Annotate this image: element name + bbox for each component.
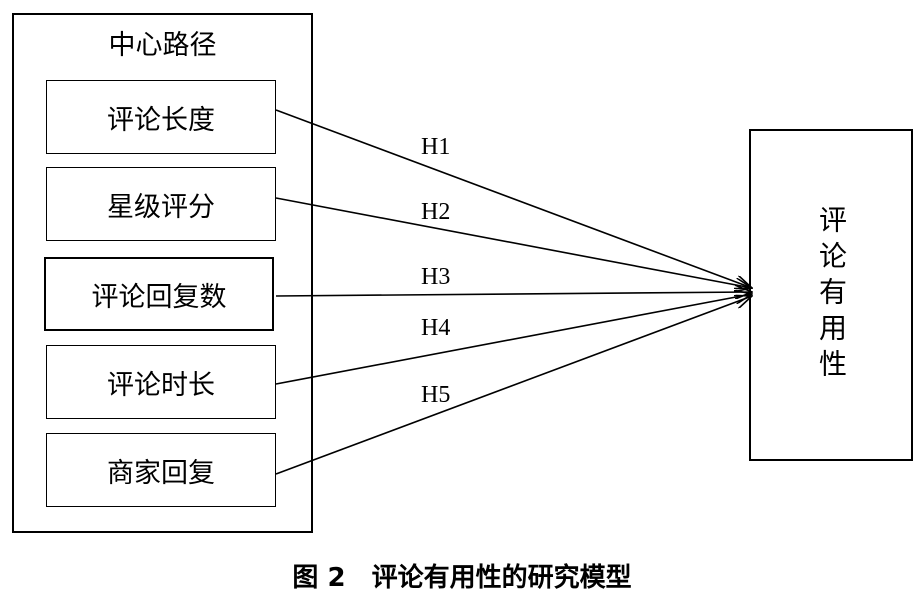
group-title: 中心路径 [108,30,217,61]
figure-number: 图 2 [292,563,346,593]
arrow-h2 [275,197,752,288]
factor-label: 评论长度 [107,104,215,136]
arrow-h4 [275,294,752,385]
hypothesis-label-h3: H3 [421,264,451,290]
factor-review-age: 评论时长 [46,345,276,419]
figure-title: 评论有用性的研究模型 [371,563,632,593]
arrow-h3 [275,292,752,296]
factor-review-length: 评论长度 [46,80,276,154]
review-helpfulness-box: 评论有用性 [749,129,913,461]
hypothesis-label-h5: H5 [421,382,451,408]
hypothesis-label-h2: H2 [421,199,451,225]
factor-label: 评论回复数 [91,281,227,313]
factor-label: 星级评分 [107,191,215,223]
arrow-h1 [275,109,752,288]
factor-merchant-reply: 商家回复 [46,433,276,507]
factor-label: 评论时长 [107,369,215,401]
target-label: 评论有用性 [815,205,848,385]
hypothesis-label-h4: H4 [421,315,451,341]
hypothesis-label-h1: H1 [421,134,451,160]
factor-reply-count: 评论回复数 [44,257,274,331]
factor-label: 商家回复 [107,457,215,489]
figure-caption: 图 2 评论有用性的研究模型 [0,558,924,598]
arrow-h5 [275,296,752,475]
central-route-group [12,13,313,533]
factor-star-rating: 星级评分 [46,167,276,241]
